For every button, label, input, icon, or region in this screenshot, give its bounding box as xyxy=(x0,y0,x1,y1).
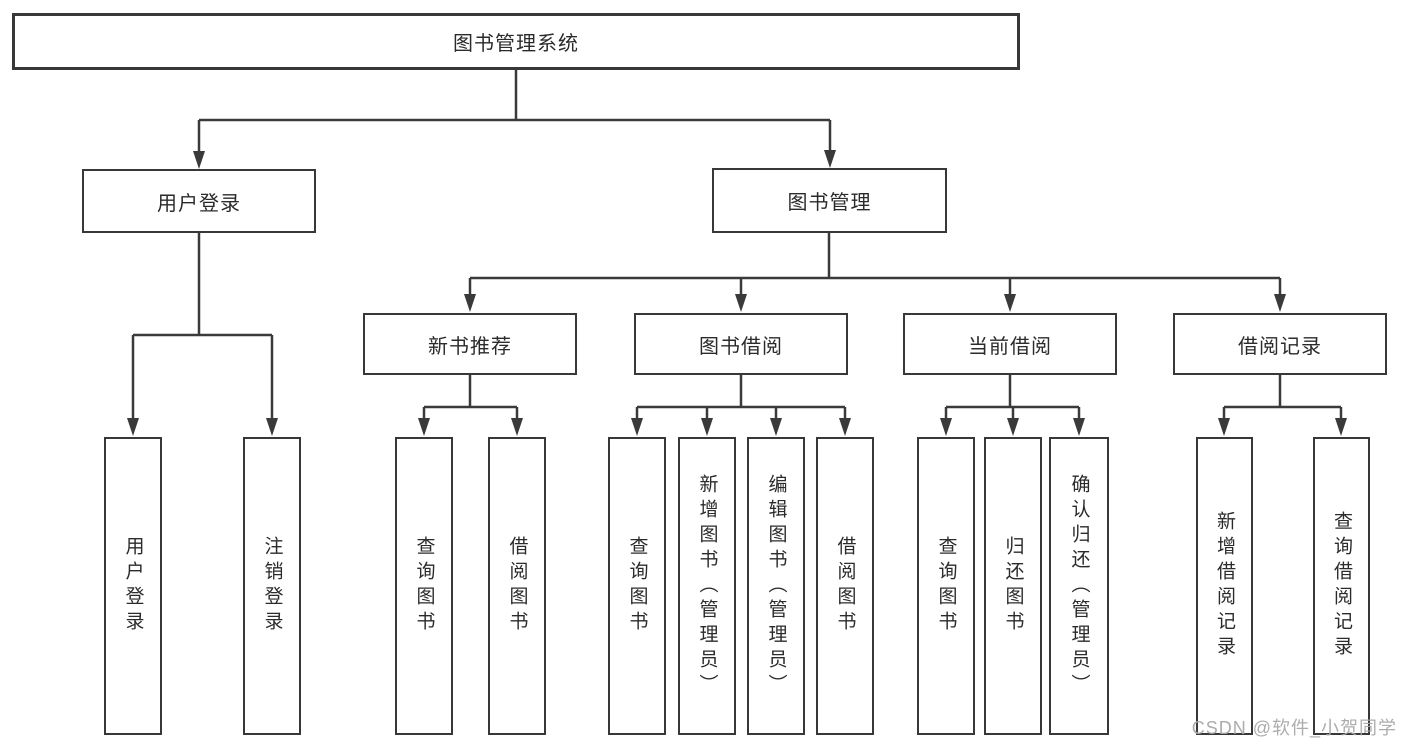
leaf-borrow-books-borrow: 借阅图书 xyxy=(816,437,874,735)
node-label: 查询图书 xyxy=(626,536,648,636)
leaf-query-books-recommend: 查询图书 xyxy=(395,437,453,735)
node-label: 注销登录 xyxy=(261,536,283,636)
node-label: 图书管理系统 xyxy=(453,33,579,55)
node-label: 当前借阅 xyxy=(968,335,1052,358)
leaf-user-login: 用户登录 xyxy=(104,437,162,735)
leaf-logout: 注销登录 xyxy=(243,437,301,735)
leaf-add-book-admin: 新增图书（管理员） xyxy=(678,437,736,735)
node-borrow-records: 借阅记录 xyxy=(1173,313,1387,375)
node-label: 图书管理 xyxy=(787,192,872,214)
node-new-book-recommend: 新书推荐 xyxy=(363,313,577,375)
leaf-query-borrow-record: 查询借阅记录 xyxy=(1313,437,1370,735)
node-label: 确认归还（管理员） xyxy=(1068,473,1090,699)
node-book-management: 图书管理 xyxy=(712,168,947,233)
leaf-query-books-borrow: 查询图书 xyxy=(608,437,666,735)
node-label: 用户登录 xyxy=(157,192,241,215)
node-label: 编辑图书（管理员） xyxy=(765,473,787,699)
node-user-login: 用户登录 xyxy=(82,169,316,233)
leaf-query-books-current: 查询图书 xyxy=(917,437,975,735)
csdn-watermark: CSDN @软件_小贺同学 xyxy=(1191,718,1397,738)
node-label: 新书推荐 xyxy=(428,335,512,358)
node-label: 用户登录 xyxy=(122,536,144,636)
node-label: 借阅记录 xyxy=(1238,335,1322,358)
node-label: 查询图书 xyxy=(413,536,435,636)
node-label: 查询借阅记录 xyxy=(1331,511,1352,661)
leaf-borrow-books-recommend: 借阅图书 xyxy=(488,437,546,735)
leaf-confirm-return-admin: 确认归还（管理员） xyxy=(1049,437,1109,735)
leaf-return-book: 归还图书 xyxy=(984,437,1042,735)
node-label: 新增图书（管理员） xyxy=(696,473,718,699)
node-library-management-system: 图书管理系统 xyxy=(12,13,1020,70)
arrowheads xyxy=(127,150,1347,436)
node-label: 新增借阅记录 xyxy=(1214,511,1235,661)
leaf-add-borrow-record: 新增借阅记录 xyxy=(1196,437,1253,735)
node-label: 借阅图书 xyxy=(834,536,856,636)
node-label: 归还图书 xyxy=(1002,536,1024,636)
node-label: 查询图书 xyxy=(935,536,957,636)
node-label: 图书借阅 xyxy=(699,335,783,358)
node-label: 借阅图书 xyxy=(506,536,528,636)
leaf-edit-book-admin: 编辑图书（管理员） xyxy=(747,437,805,735)
node-book-borrow: 图书借阅 xyxy=(634,313,848,375)
node-current-borrow: 当前借阅 xyxy=(903,313,1117,375)
